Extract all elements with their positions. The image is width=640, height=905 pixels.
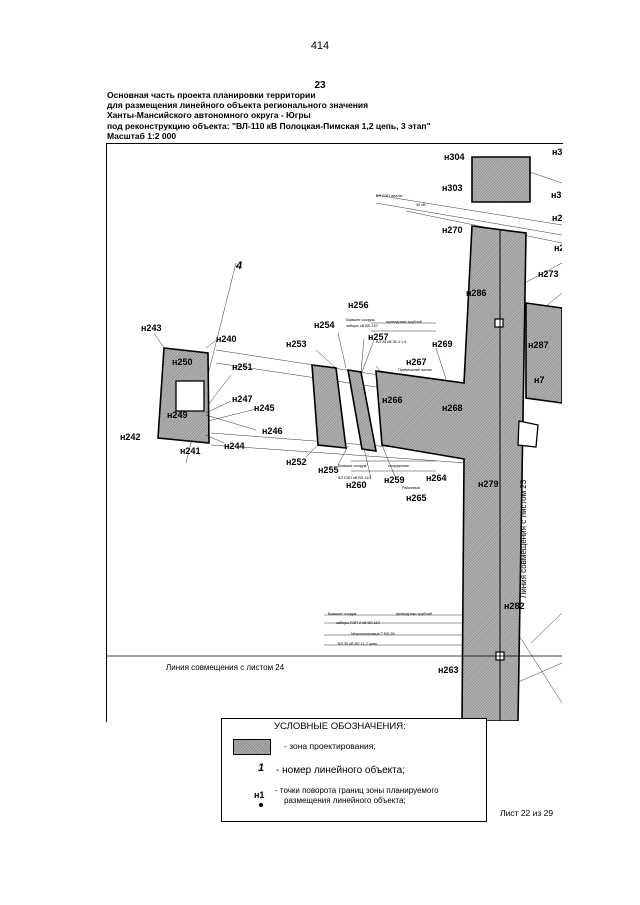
svg-text:ВЛ ЛЭП кВ ВЛ-110: ВЛ ЛЭП кВ ВЛ-110 (338, 476, 371, 480)
point-label: н270 (442, 225, 462, 235)
point-label: н263 (438, 665, 458, 675)
point-label: н242 (120, 432, 140, 442)
point-label: н3 (551, 190, 561, 200)
point-dot-icon (259, 803, 263, 807)
legend-object-number-label: - номер линейного объекта; (276, 765, 405, 776)
title-line-1: Основная часть проекта планировки террит… (107, 90, 316, 100)
map-frame (106, 143, 563, 722)
point-label: н252 (286, 457, 306, 467)
legend-point-label-line-1: - точки поворота границ зоны планируемог… (275, 786, 439, 795)
legend-zone-label: - зона проектирования; (284, 741, 376, 751)
point-label: н267 (406, 357, 426, 367)
svg-text:заборы ЛЭП 2 кВ ВЛ-11: заборы ЛЭП 2 кВ ВЛ-110 (336, 621, 380, 625)
zone-strip-mid (347, 369, 377, 452)
point-label: н249 (167, 410, 187, 420)
point-label: н282 (504, 601, 524, 611)
sheet-23-line-label: Линия совмещения с листом 23 (519, 479, 528, 598)
title-line-3: Ханты-Мансийского автономного округа - Ю… (107, 110, 311, 121)
point-label: н247 (232, 394, 252, 404)
zone-main-corridor (375, 225, 527, 721)
map-canvas[interactable]: ВЛ ЛЭП аналы 30 кВ Бывшее сооруж. заборы… (106, 143, 562, 721)
zone-swatch-icon (233, 739, 271, 755)
point-label: н287 (528, 340, 548, 350)
leader-lines (153, 332, 447, 480)
svg-text:ВЛ 35 кВ ВЛ ±1,2: ВЛ 35 кВ ВЛ ±1,2 цепь (338, 642, 377, 646)
point-label: н273 (538, 269, 558, 279)
point-label: н250 (172, 357, 192, 367)
point-label: н240 (216, 334, 236, 344)
svg-text:ВЛ 35 кВ 35 4.1,0: ВЛ 35 кВ 35 4.1,0 (376, 340, 406, 344)
legend-point-symbol: н1 (254, 790, 265, 800)
point-label: н257 (368, 332, 388, 342)
zone-strip-left (311, 364, 347, 449)
point-label: н241 (180, 446, 200, 456)
point-label: н246 (262, 426, 282, 436)
point-label: н260 (346, 480, 366, 490)
scale-label: Масштаб 1:2 000 (107, 130, 177, 141)
small-annotations: ВЛ ЛЭП аналы 30 кВ Бывшее сооруж. заборы… (328, 194, 432, 646)
point-label: н245 (254, 403, 274, 413)
legend-point-label: - точки поворота границ зоны планируемог… (275, 786, 439, 806)
svg-text:проводники трубной: проводники трубной (386, 320, 422, 324)
point-label: н2 (552, 213, 562, 223)
svg-text:заборы кВ ВЛ-110: заборы кВ ВЛ-110 (346, 324, 378, 328)
point-label: н269 (432, 339, 452, 349)
svg-text:ВЛ ЛЭП аналы: ВЛ ЛЭП аналы (376, 194, 403, 198)
point-label: н255 (318, 465, 338, 475)
point-labels: н304 н303 н270 н273 н256 н254 н257 н253 … (120, 147, 562, 675)
svg-text:сооружение: сооружение (388, 464, 409, 468)
point-label: н251 (232, 362, 252, 372)
svg-text:Бывшее сооруж.: Бывшее сооруж. (346, 318, 375, 322)
legend-object-number-symbol: 1 (258, 762, 265, 774)
legend-title: УСЛОВНЫЕ ОБОЗНАЧЕНИЯ: (274, 721, 406, 732)
point-label: н264 (426, 473, 446, 483)
point-label: н259 (384, 475, 404, 485)
project-zones[interactable] (157, 156, 562, 721)
svg-text:Бывшие сооруж.: Бывшие сооруж. (328, 612, 357, 616)
svg-text:проводники трубной: проводники трубной (396, 612, 432, 616)
sheet-label: Лист 22 из 29 (500, 808, 554, 818)
point-label: н303 (442, 183, 462, 193)
point-label: н243 (141, 323, 161, 333)
point-label: н279 (478, 479, 498, 489)
point-label: н254 (314, 320, 334, 330)
title-line-2: для размещения линейного объекта региона… (107, 100, 369, 111)
point-label: н266 (382, 395, 402, 405)
legend-point-label-line-2: размещения линейного объекта; (284, 796, 406, 805)
point-label: н2 (554, 243, 562, 253)
sheet-24-line-label: Линия совмещения с листом 24 (166, 663, 285, 672)
svg-text:Примечание линии: Примечание линии (398, 368, 432, 372)
sheet-number: 23 (314, 80, 326, 91)
point-label: н286 (466, 288, 486, 298)
point-label: н268 (442, 403, 462, 413)
point-label: н304 (444, 152, 464, 162)
zone-top (471, 156, 531, 203)
svg-text:Межпоселковые Т ВЛ-3: Межпоселковые Т ВЛ-35 (351, 632, 395, 636)
svg-text:30 кВ: 30 кВ (416, 203, 426, 207)
zone-right-arm (525, 302, 562, 404)
point-label: н253 (286, 339, 306, 349)
excluded-areas (175, 380, 539, 448)
title-line-4: под реконструкцию объекта: "ВЛ-110 кВ По… (107, 120, 431, 131)
legend: УСЛОВНЫЕ ОБОЗНАЧЕНИЯ: - зона проектирова… (221, 718, 487, 822)
object-number: 4 (235, 260, 242, 272)
svg-text:Бывшие сооруж.: Бывшие сооруж. (338, 464, 367, 468)
point-label: н3 (552, 147, 562, 157)
point-label: н7 (534, 375, 544, 385)
point-label: н244 (224, 441, 244, 451)
map-title: Основная часть проекта планировки террит… (107, 90, 431, 141)
svg-text:Районный: Районный (402, 486, 420, 490)
point-label: н256 (348, 300, 368, 310)
page-number: 414 (310, 40, 330, 52)
point-label: н265 (406, 493, 426, 503)
